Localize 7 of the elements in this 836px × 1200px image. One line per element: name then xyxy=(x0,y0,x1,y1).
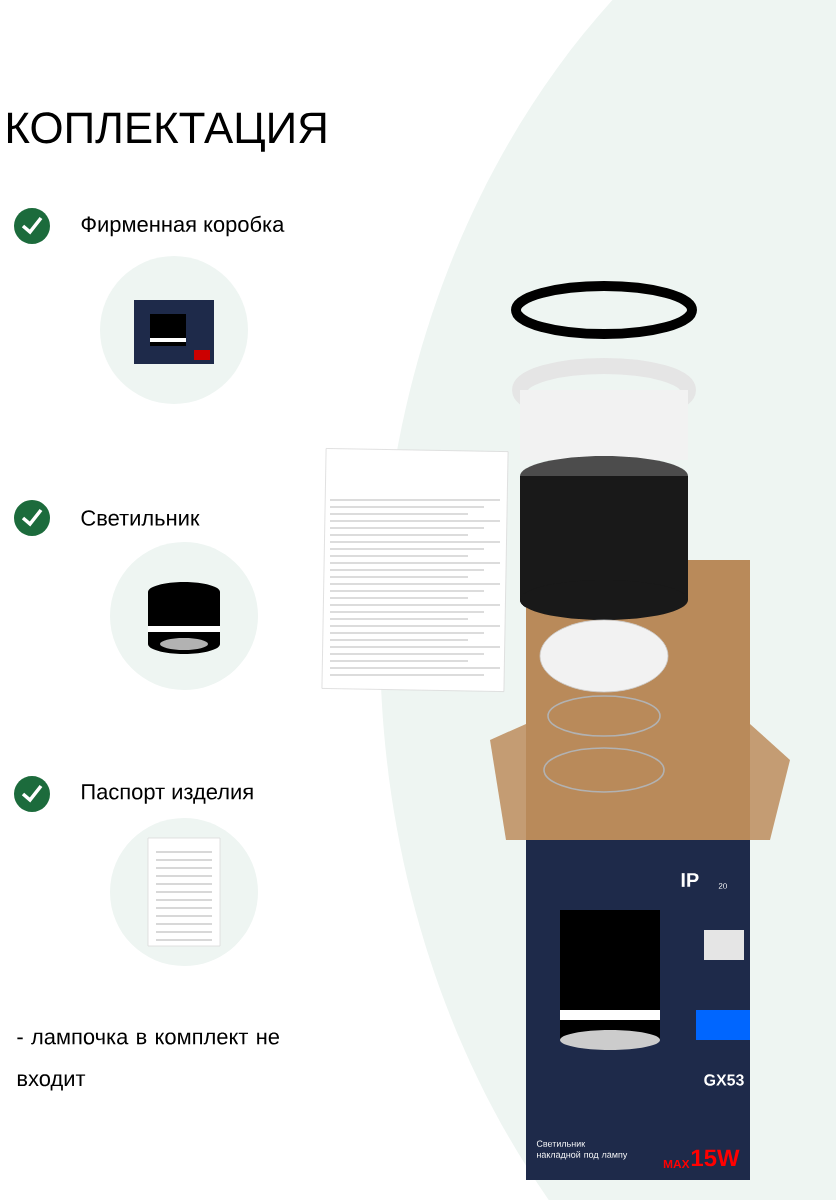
item-label: Паспорт изделия xyxy=(82,784,253,804)
package-label: IP xyxy=(681,873,699,887)
package-label: 15W xyxy=(691,1149,740,1167)
note: - лампочка в комплект не входит xyxy=(17,1032,279,1091)
title: КОПЛЕКТАЦИЯ xyxy=(8,112,326,152)
item-label: Светильник xyxy=(81,510,200,526)
item-label: Фирменная коробка xyxy=(81,215,285,237)
